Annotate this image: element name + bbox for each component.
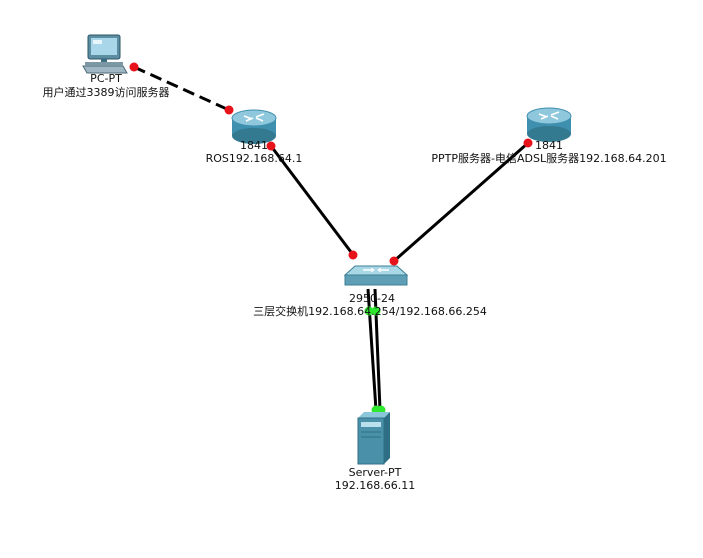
router-icon[interactable]	[526, 107, 572, 142]
links-layer	[133, 65, 529, 411]
switch-icon[interactable]	[343, 265, 409, 286]
server-description-label: 192.168.66.11	[334, 479, 416, 492]
link-router-ros-switch[interactable]	[269, 145, 356, 257]
router-ros-model-label: 1841	[240, 139, 268, 152]
port-status-dot	[389, 256, 399, 266]
port-status-dot	[266, 141, 276, 151]
port-status-dot	[224, 105, 234, 115]
router-pptp-model-label: 1841	[535, 139, 563, 152]
router-icon[interactable]	[231, 109, 277, 144]
port-status-dot	[348, 250, 358, 260]
router-pptp-description-label: PPTP服务器-电信ADSL服务器192.168.64.201	[431, 152, 667, 165]
switch-model-label: 2950-24	[349, 292, 395, 305]
server-tower-icon[interactable]	[357, 412, 390, 465]
server-model-label: Server-PT	[348, 466, 402, 479]
router-ros-description-label: ROS192.168.64.1	[205, 152, 303, 165]
port-status-dot	[364, 306, 374, 316]
port-status-dot	[523, 138, 533, 148]
link-router-pptp-switch[interactable]	[393, 141, 529, 263]
port-status-dot	[371, 306, 381, 316]
switch-description-label: 三层交换机192.168.64.254/192.168.66.254	[253, 305, 487, 318]
pc-description-label: 用户通过3389访问服务器	[42, 86, 170, 99]
desktop-pc-icon[interactable]	[82, 34, 128, 74]
port-status-dot	[129, 62, 139, 72]
pc-model-label: PC-PT	[90, 72, 122, 85]
port-status-layer	[129, 62, 533, 415]
